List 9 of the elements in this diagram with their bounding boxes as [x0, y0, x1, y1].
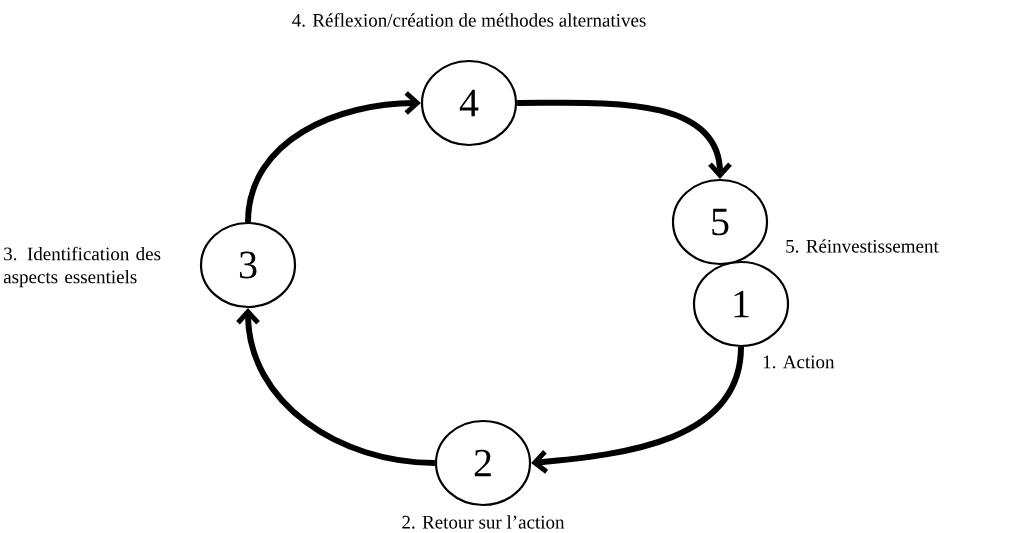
step-label: 2. Retour sur l’action: [402, 515, 565, 529]
step-label: 1. Action: [763, 355, 835, 369]
arrow: [245, 91, 421, 223]
step-label: 4. Réflexion/création de méthodes alternatives: [292, 13, 646, 27]
step-label: 5. Réinvestissement: [786, 239, 939, 253]
step-label: 3. Identification des aspects essentiels: [3, 246, 161, 288]
arrow: [236, 308, 436, 466]
arrow: [517, 99, 732, 179]
arrow: [531, 346, 744, 474]
